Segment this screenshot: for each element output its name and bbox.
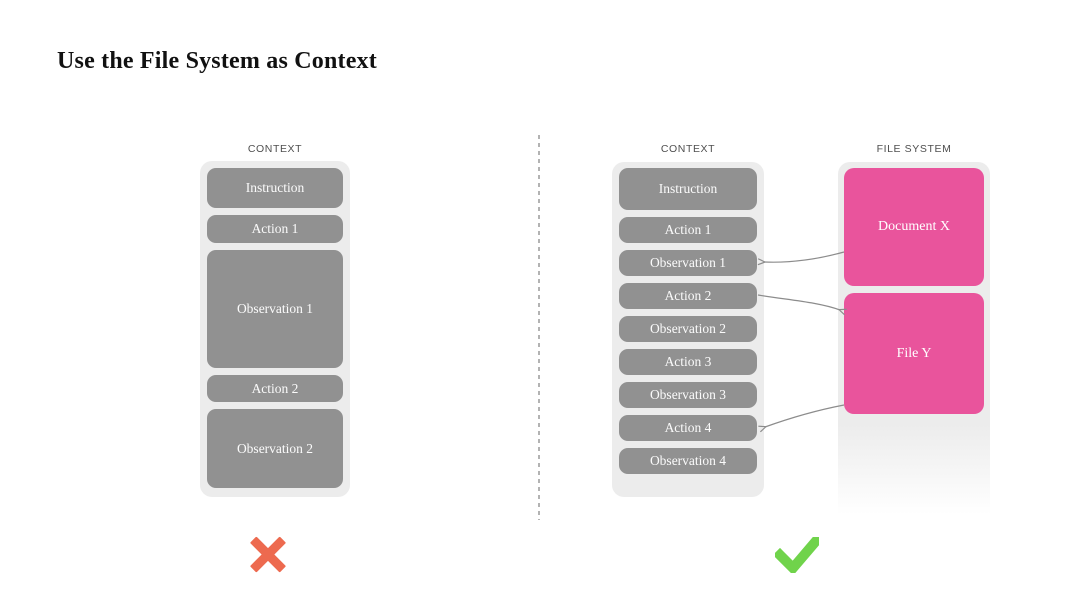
context-box-observation-4: Observation 4 [619,448,757,474]
left-context-label: CONTEXT [247,143,303,155]
file-system-container: Document X File Y [838,162,990,515]
context-box-action-2: Action 2 [207,375,343,402]
context-box-instruction: Instruction [207,168,343,208]
file-box-file-y: File Y [844,293,984,414]
context-box-action-2: Action 2 [619,283,757,309]
file-box-document-x: Document X [844,168,984,286]
left-context-container: Instruction Action 1 Observation 1 Actio… [200,161,350,497]
arrow-documentx-to-observation1 [764,251,845,262]
context-box-observation-2: Observation 2 [207,409,343,488]
right-context-container: Instruction Action 1 Observation 1 Actio… [612,162,764,497]
context-box-observation-3: Observation 3 [619,382,757,408]
divider-dotted-line [538,135,540,520]
context-box-action-1: Action 1 [619,217,757,243]
arrow-action2-to-filey [757,294,840,310]
context-box-action-3: Action 3 [619,349,757,375]
context-box-action-1: Action 1 [207,215,343,243]
context-box-observation-1: Observation 1 [207,250,343,368]
context-box-observation-1: Observation 1 [619,250,757,276]
context-box-observation-2: Observation 2 [619,316,757,342]
file-system-label: FILE SYSTEM [876,143,952,155]
check-icon [775,537,819,573]
right-context-label: CONTEXT [660,143,716,155]
page-title: Use the File System as Context [57,48,377,74]
arrow-filey-to-action4 [765,404,845,427]
context-box-instruction: Instruction [619,168,757,210]
context-box-action-4: Action 4 [619,415,757,441]
cross-icon [247,533,289,575]
